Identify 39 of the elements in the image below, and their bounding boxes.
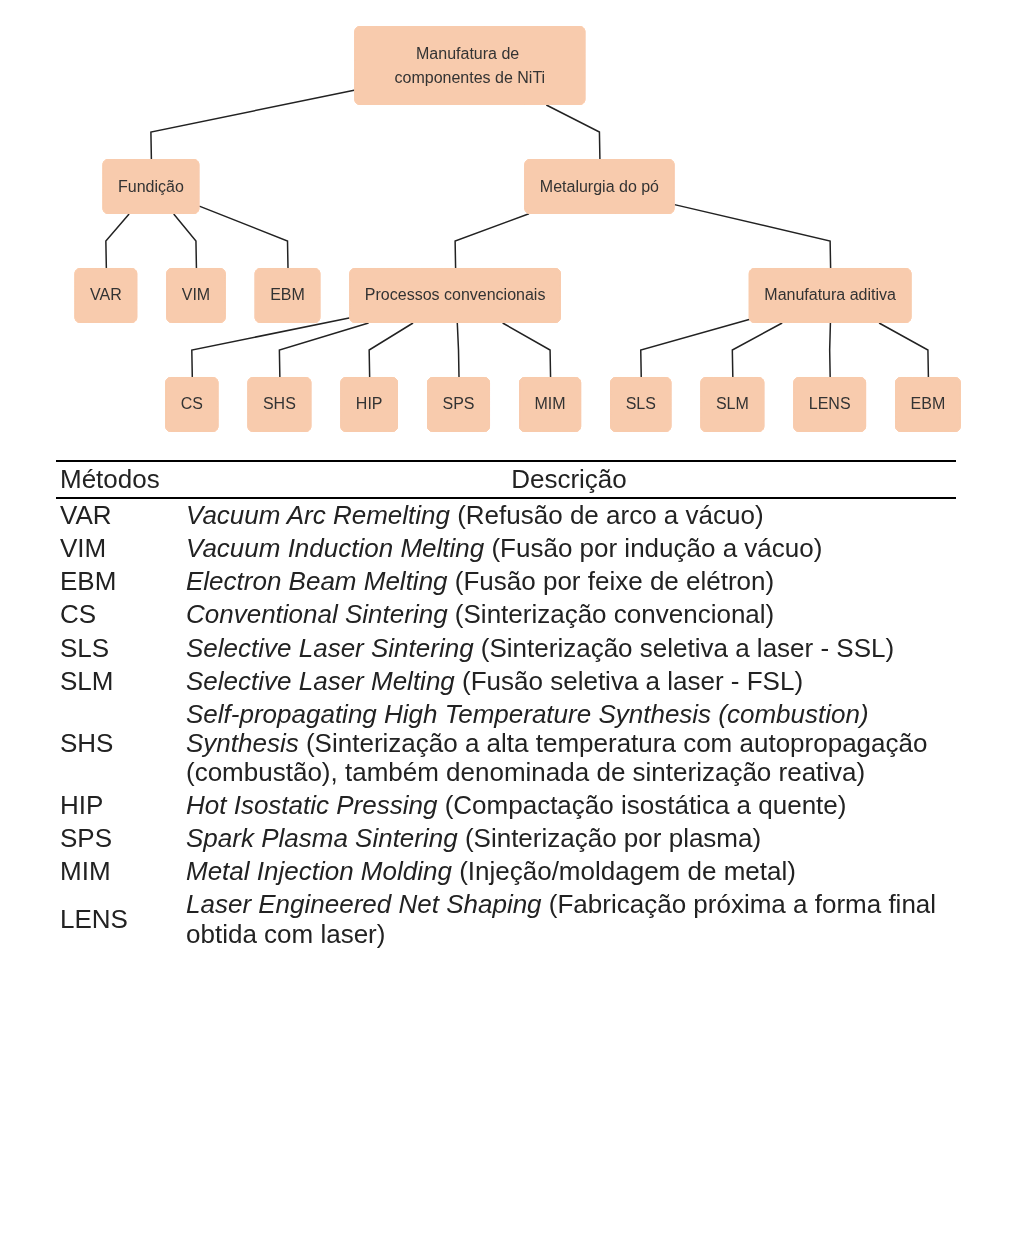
connector: [674, 203, 832, 270]
description-cell-text: Selective Laser Melting (Fusão seletiva a laser - FSL): [185, 664, 805, 698]
method-cell-text: CS: [59, 598, 98, 632]
method-cell-text: LENS: [59, 902, 129, 936]
connector: [105, 213, 131, 270]
method-cell-text: SPS: [59, 822, 114, 856]
description-cell: Vacuum Arc Remelting (Refusão de arco a vácuo): [182, 498, 956, 533]
connector: [150, 89, 357, 161]
description-cell-text: Hot Isostatic Pressing (Compactação isostática a quente): [185, 789, 848, 823]
connector: [731, 322, 784, 379]
method-cell-text: MIM: [59, 855, 112, 889]
connector: [279, 322, 370, 379]
connector: [173, 213, 198, 270]
description-cell-text: Conventional Sintering (Sinterização convencional): [185, 598, 776, 632]
connector: [454, 213, 531, 270]
method-cell-text: EBM: [59, 565, 118, 599]
method-cell-text: SLM: [59, 664, 115, 698]
description-cell-text: Spark Plasma Sintering (Sinterização por plasma): [185, 822, 763, 856]
connector: [456, 322, 461, 379]
connector: [502, 322, 552, 379]
column-header: Métodos: [56, 461, 182, 499]
column-header: Descrição: [182, 461, 956, 499]
description-cell-text: Laser Engineered Net Shaping (Fabricação próxima a forma final obtida com laser): [185, 888, 938, 951]
connector: [368, 322, 415, 379]
description-cell-text: Self-propagating High Temperature Synthesis (combustion) Synthesis (Sinterização a alta temperatura com autopropagação (combustão), também denominada de sinterização reativa): [185, 697, 929, 789]
method-cell: VAR: [56, 498, 182, 533]
description-cell-text: Electron Beam Melting (Fusão por feixe de elétron): [185, 565, 776, 599]
method-cell-text: SHS: [59, 726, 115, 760]
description-cell-text: Metal Injection Molding (Injeção/moldagem de metal): [185, 855, 797, 889]
connector: [198, 205, 290, 270]
connector: [191, 317, 352, 379]
connector: [545, 104, 602, 161]
method-cell-text: VIM: [59, 532, 108, 566]
method-cell-text: HIP: [59, 789, 105, 823]
method-cell-text: SLS: [59, 631, 111, 665]
description-cell-text: Vacuum Induction Melting (Fusão por indução a vácuo): [185, 532, 824, 566]
connector: [878, 322, 930, 379]
description-cell-text: Selective Laser Sintering (Sinterização seletiva a laser - SSL): [185, 631, 896, 665]
connector: [829, 322, 832, 379]
